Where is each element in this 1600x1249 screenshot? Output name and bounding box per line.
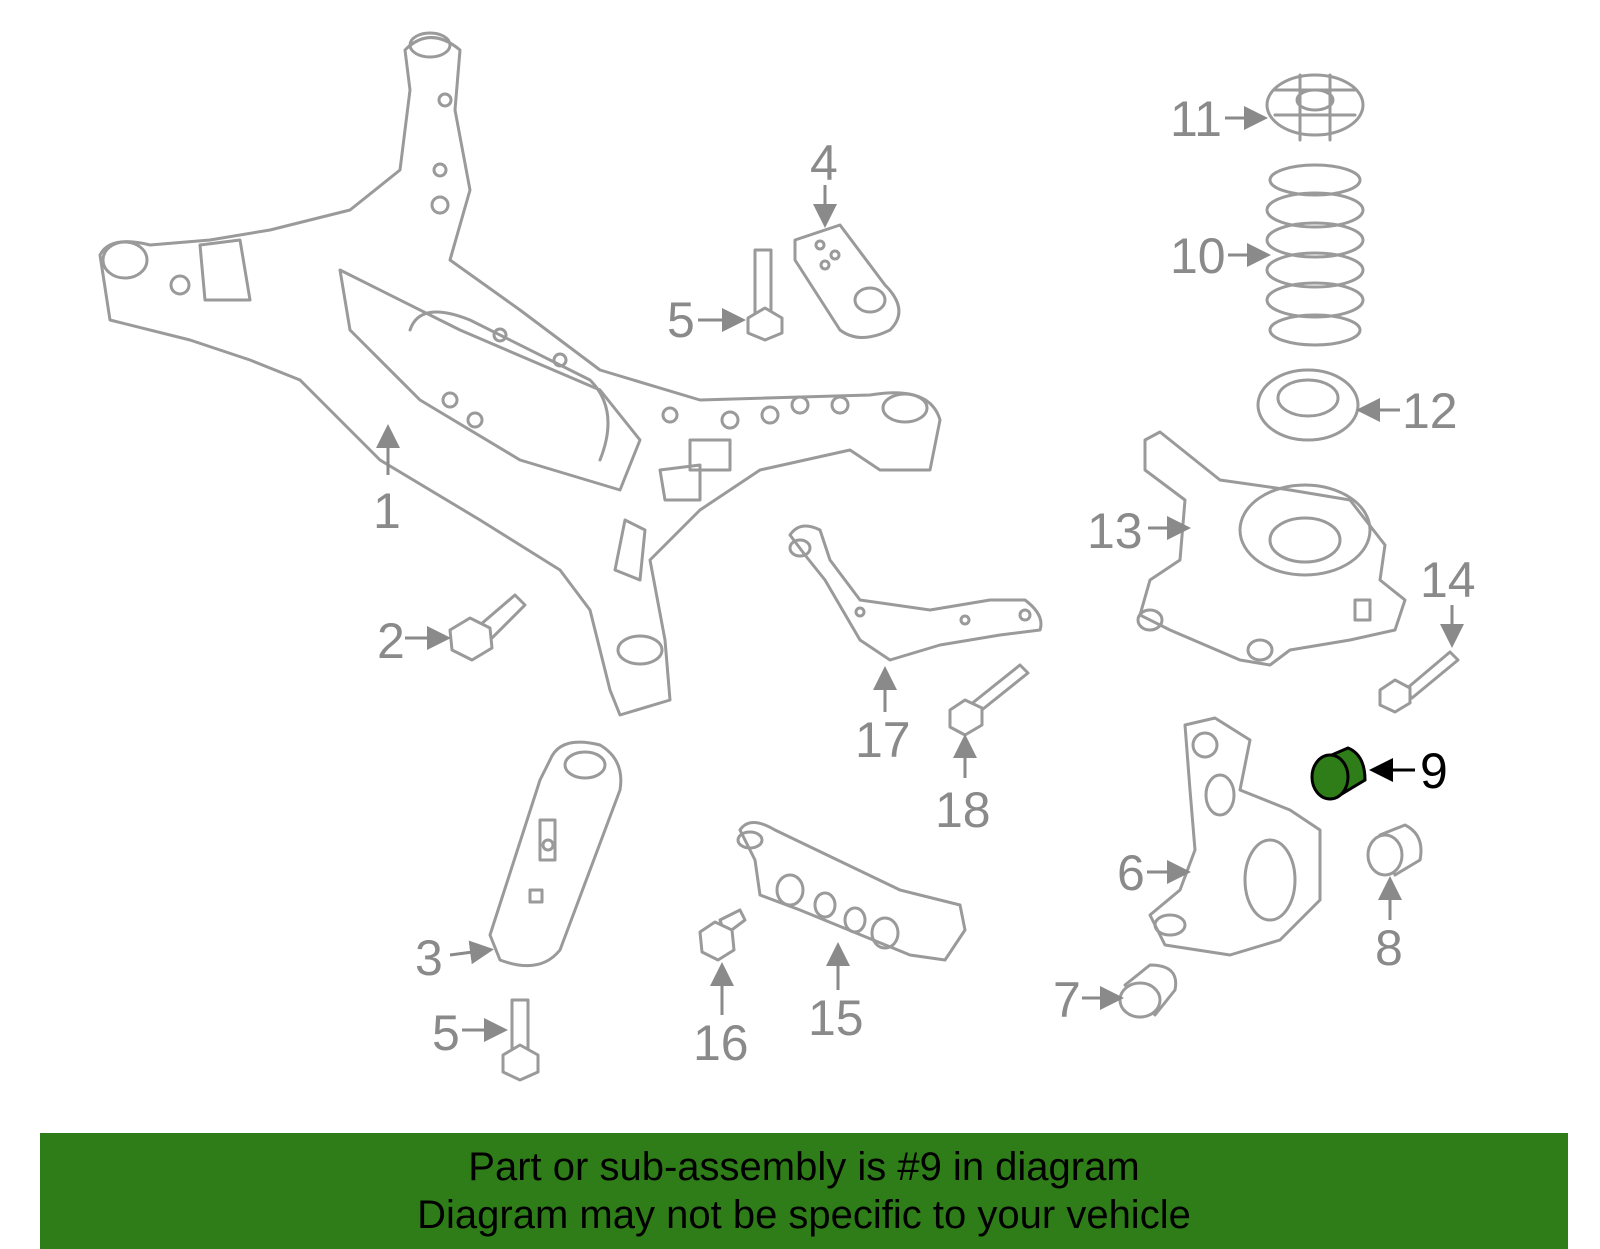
part-18-bolt[interactable] <box>948 663 1030 737</box>
callout-label-5-upper: 5 <box>667 292 695 348</box>
callout-label-13: 13 <box>1087 503 1143 559</box>
banner-line-part: Part or sub-assembly is #9 in diagram <box>468 1145 1140 1189</box>
callout-label-17: 17 <box>855 712 911 768</box>
part-1-subframe[interactable] <box>98 31 942 717</box>
part-5-bolt-lower[interactable] <box>501 998 540 1082</box>
part-16-bolt[interactable] <box>698 908 747 962</box>
part-6-knuckle[interactable] <box>1148 716 1322 957</box>
part-10-coil-spring[interactable] <box>1265 163 1365 347</box>
part-17-upper-arm[interactable] <box>788 524 1043 662</box>
callout-label-11: 11 <box>1170 91 1222 147</box>
part-15-arm[interactable] <box>736 821 967 962</box>
callout-label-18: 18 <box>935 782 991 838</box>
part-5-bolt-upper[interactable] <box>746 248 784 342</box>
callout-label-6: 6 <box>1117 845 1145 901</box>
info-banner: Part or sub-assembly is #9 in diagram Di… <box>40 1133 1568 1249</box>
callout-label-15: 15 <box>808 990 864 1046</box>
callout-label-9: 9 <box>1420 743 1448 799</box>
callout-label-2: 2 <box>377 613 405 669</box>
part-2-bolt[interactable] <box>448 593 527 662</box>
callout-label-10: 10 <box>1170 228 1226 284</box>
callout-label-8: 8 <box>1375 920 1403 976</box>
callout-label-4: 4 <box>810 135 838 191</box>
callout-arrow-3 <box>449 940 494 965</box>
callout-label-5-lower: 5 <box>432 1005 460 1061</box>
parts-diagram: 1 2 3 4 5 5 6 7 8 9 10 11 12 13 14 15 16… <box>98 31 1476 1082</box>
part-7-bushing[interactable] <box>1118 963 1178 1019</box>
part-4-bracket[interactable] <box>793 223 901 339</box>
part-8-bushing[interactable] <box>1366 823 1423 877</box>
banner-line-disclaimer: Diagram may not be specific to your vehi… <box>417 1193 1191 1237</box>
part-3-lower-arm[interactable] <box>488 740 623 968</box>
part-9-bushing-highlighted[interactable] <box>1310 746 1367 801</box>
callout-label-3: 3 <box>415 930 443 986</box>
part-12-spring-seat[interactable] <box>1256 368 1360 442</box>
callout-label-12: 12 <box>1402 383 1458 439</box>
callout-label-16: 16 <box>693 1015 749 1071</box>
callout-label-1: 1 <box>373 483 401 539</box>
part-14-bolt[interactable] <box>1378 650 1460 714</box>
part-11-insulator[interactable] <box>1265 73 1365 142</box>
callout-label-14: 14 <box>1420 552 1476 608</box>
part-13-housing[interactable] <box>1136 430 1407 667</box>
callout-label-7: 7 <box>1053 972 1081 1028</box>
